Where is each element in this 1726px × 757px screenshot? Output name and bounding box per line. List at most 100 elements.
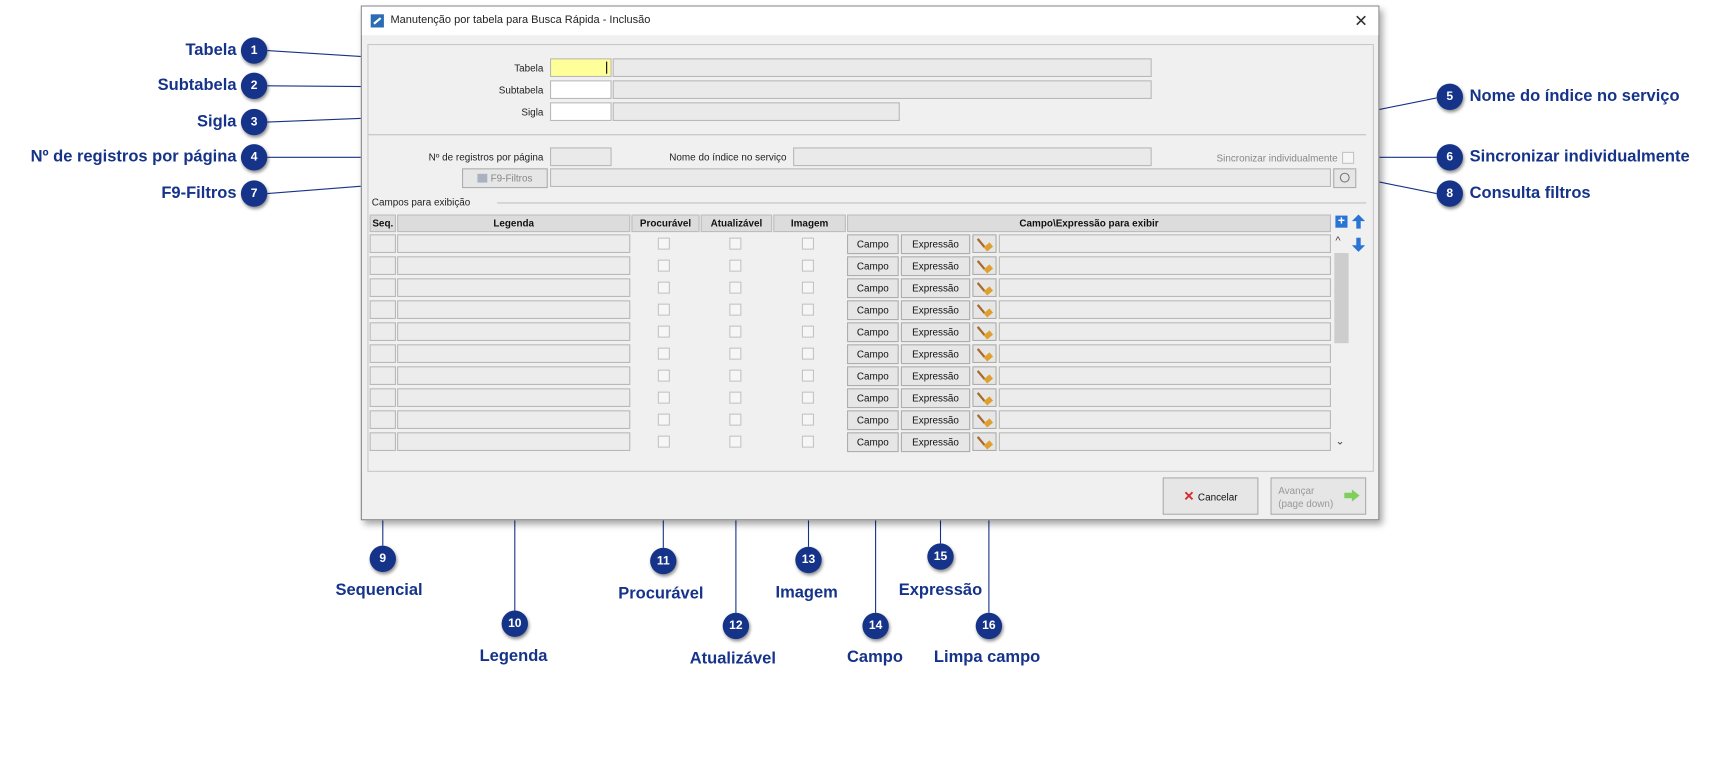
- procuravel-checkbox[interactable]: [657, 413, 670, 426]
- sincronizar-checkbox[interactable]: [1342, 151, 1355, 164]
- campo-button[interactable]: Campo: [847, 366, 899, 387]
- legenda-cell[interactable]: [397, 410, 631, 429]
- limpa-campo-icon[interactable]: [972, 256, 997, 275]
- imagem-checkbox[interactable]: [801, 259, 814, 272]
- seq-cell[interactable]: [369, 344, 396, 363]
- limpa-campo-icon[interactable]: [972, 344, 997, 363]
- imagem-checkbox[interactable]: [801, 303, 814, 316]
- expressao-button[interactable]: Expressão: [900, 278, 971, 299]
- atualizavel-checkbox[interactable]: [729, 325, 742, 338]
- imagem-checkbox[interactable]: [801, 237, 814, 250]
- campo-button[interactable]: Campo: [847, 388, 899, 409]
- campo-expressao-field[interactable]: [998, 344, 1331, 363]
- imagem-checkbox[interactable]: [801, 391, 814, 404]
- limpa-campo-icon[interactable]: [972, 410, 997, 429]
- limpa-campo-icon[interactable]: [972, 366, 997, 385]
- subtabela-code-input[interactable]: [550, 80, 612, 99]
- procuravel-checkbox[interactable]: [657, 435, 670, 448]
- legenda-cell[interactable]: [397, 234, 631, 253]
- procuravel-checkbox[interactable]: [657, 259, 670, 272]
- move-up-icon[interactable]: [1351, 214, 1366, 229]
- legenda-cell[interactable]: [397, 322, 631, 341]
- seq-cell[interactable]: [369, 410, 396, 429]
- seq-cell[interactable]: [369, 256, 396, 275]
- seq-cell[interactable]: [369, 432, 396, 451]
- campo-expressao-field[interactable]: [998, 234, 1331, 253]
- limpa-campo-icon[interactable]: [972, 432, 997, 451]
- legenda-cell[interactable]: [397, 388, 631, 407]
- procuravel-checkbox[interactable]: [657, 391, 670, 404]
- limpa-campo-icon[interactable]: [972, 322, 997, 341]
- atualizavel-checkbox[interactable]: [729, 303, 742, 316]
- campo-button[interactable]: Campo: [847, 300, 899, 321]
- atualizavel-checkbox[interactable]: [729, 435, 742, 448]
- seq-cell[interactable]: [369, 234, 396, 253]
- tabela-code-input[interactable]: [550, 58, 612, 77]
- expressao-button[interactable]: Expressão: [900, 344, 971, 365]
- atualizavel-checkbox[interactable]: [729, 259, 742, 272]
- campo-expressao-field[interactable]: [998, 300, 1331, 319]
- add-row-icon[interactable]: +: [1335, 215, 1348, 228]
- limpa-campo-icon[interactable]: [972, 300, 997, 319]
- imagem-checkbox[interactable]: [801, 369, 814, 382]
- cancel-button[interactable]: ✕Cancelar: [1162, 477, 1259, 515]
- imagem-checkbox[interactable]: [801, 347, 814, 360]
- expressao-button[interactable]: Expressão: [900, 300, 971, 321]
- indice-input[interactable]: [793, 147, 1152, 167]
- imagem-checkbox[interactable]: [801, 413, 814, 426]
- scrollbar-thumb[interactable]: [1334, 253, 1349, 344]
- limpa-campo-icon[interactable]: [972, 278, 997, 297]
- campo-expressao-field[interactable]: [998, 410, 1331, 429]
- sigla-input[interactable]: [550, 102, 612, 121]
- atualizavel-checkbox[interactable]: [729, 413, 742, 426]
- scroll-down-arrow[interactable]: ⌄: [1335, 435, 1345, 448]
- procuravel-checkbox[interactable]: [657, 281, 670, 294]
- atualizavel-checkbox[interactable]: [729, 281, 742, 294]
- campo-button[interactable]: Campo: [847, 256, 899, 277]
- f9-filtros-button[interactable]: F9-Filtros: [462, 168, 548, 189]
- campo-button[interactable]: Campo: [847, 322, 899, 343]
- move-down-icon[interactable]: [1351, 237, 1366, 252]
- expressao-button[interactable]: Expressão: [900, 322, 971, 343]
- atualizavel-checkbox[interactable]: [729, 391, 742, 404]
- atualizavel-checkbox[interactable]: [729, 347, 742, 360]
- limpa-campo-icon[interactable]: [972, 388, 997, 407]
- seq-cell[interactable]: [369, 388, 396, 407]
- atualizavel-checkbox[interactable]: [729, 369, 742, 382]
- imagem-checkbox[interactable]: [801, 325, 814, 338]
- expressao-button[interactable]: Expressão: [900, 366, 971, 387]
- campo-button[interactable]: Campo: [847, 410, 899, 431]
- campo-expressao-field[interactable]: [998, 256, 1331, 275]
- advance-button[interactable]: Avançar (page down): [1270, 477, 1367, 515]
- legenda-cell[interactable]: [397, 278, 631, 297]
- expressao-button[interactable]: Expressão: [900, 234, 971, 255]
- imagem-checkbox[interactable]: [801, 435, 814, 448]
- procuravel-checkbox[interactable]: [657, 303, 670, 316]
- scroll-up-arrow[interactable]: ^: [1335, 235, 1341, 248]
- campo-expressao-field[interactable]: [998, 432, 1331, 451]
- close-icon[interactable]: ✕: [1354, 12, 1368, 31]
- legenda-cell[interactable]: [397, 366, 631, 385]
- seq-cell[interactable]: [369, 366, 396, 385]
- campo-button[interactable]: Campo: [847, 432, 899, 453]
- campo-expressao-field[interactable]: [998, 322, 1331, 341]
- expressao-button[interactable]: Expressão: [900, 410, 971, 431]
- consulta-filtros-button[interactable]: [1333, 168, 1357, 189]
- campo-button[interactable]: Campo: [847, 234, 899, 255]
- expressao-button[interactable]: Expressão: [900, 256, 971, 277]
- procuravel-checkbox[interactable]: [657, 325, 670, 338]
- expressao-button[interactable]: Expressão: [900, 388, 971, 409]
- campo-button[interactable]: Campo: [847, 344, 899, 365]
- limpa-campo-icon[interactable]: [972, 234, 997, 253]
- seq-cell[interactable]: [369, 300, 396, 319]
- campo-expressao-field[interactable]: [998, 388, 1331, 407]
- legenda-cell[interactable]: [397, 300, 631, 319]
- legenda-cell[interactable]: [397, 432, 631, 451]
- registros-input[interactable]: [550, 147, 612, 167]
- legenda-cell[interactable]: [397, 256, 631, 275]
- legenda-cell[interactable]: [397, 344, 631, 363]
- procuravel-checkbox[interactable]: [657, 347, 670, 360]
- seq-cell[interactable]: [369, 278, 396, 297]
- campo-expressao-field[interactable]: [998, 278, 1331, 297]
- procuravel-checkbox[interactable]: [657, 237, 670, 250]
